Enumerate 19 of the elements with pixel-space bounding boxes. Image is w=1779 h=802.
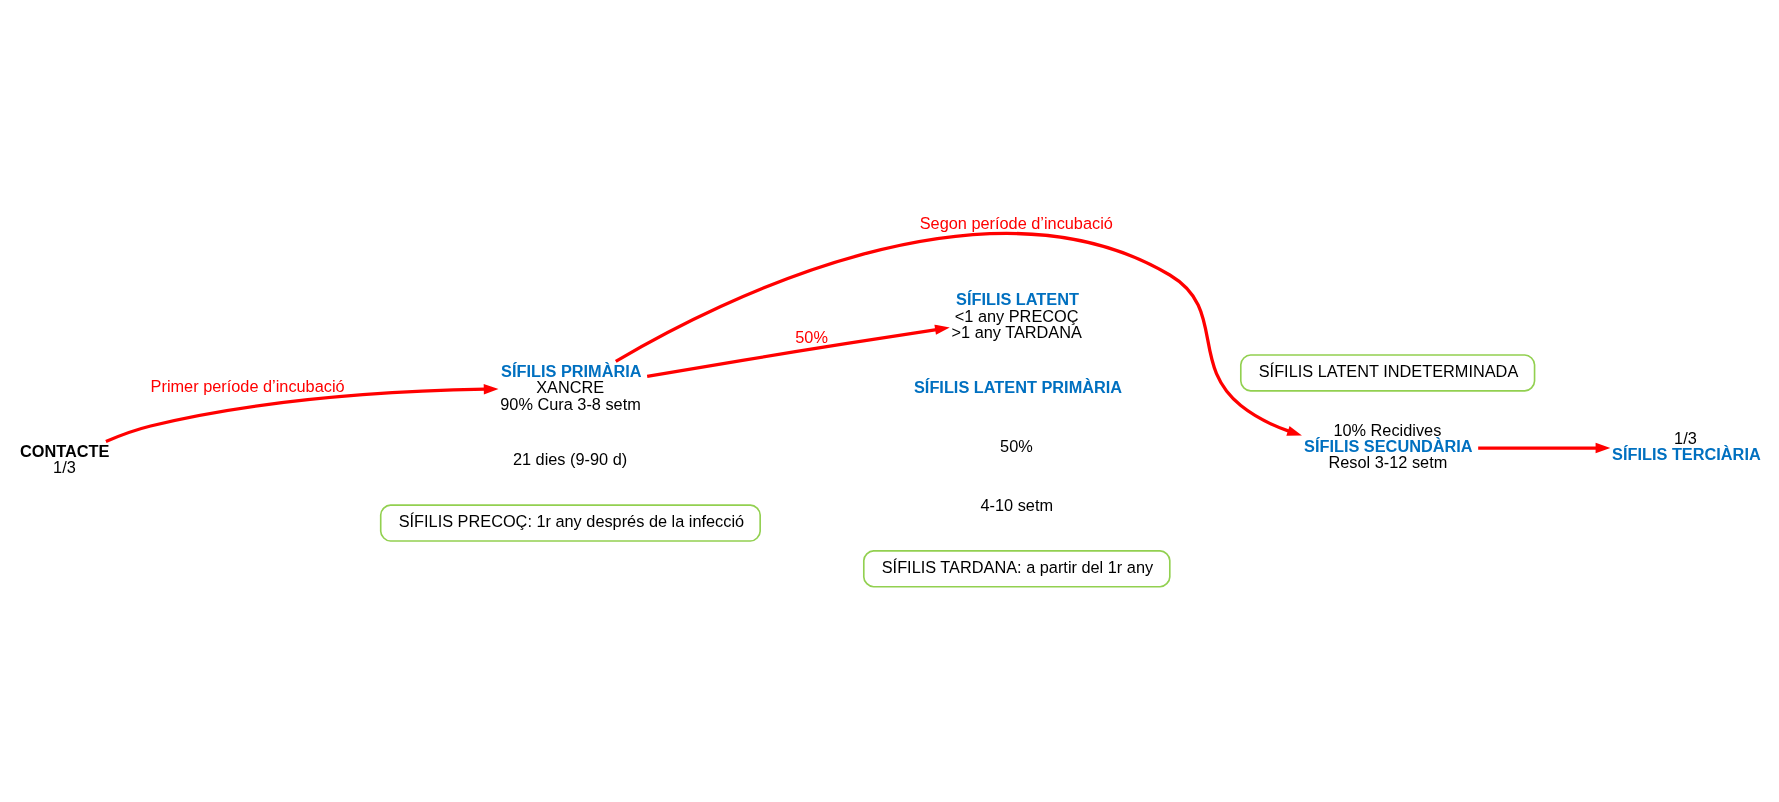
edge-label: Primer període d’incubació — [150, 376, 345, 395]
node-text: 1/3 SÍFILIS TERCIÀRIA — [1612, 428, 1761, 463]
label: SÍFILIS LATENT PRIMÀRIA — [913, 377, 1123, 396]
node-text: CONTACTE 1/3 — [20, 441, 110, 476]
label: 4-10 setm — [980, 495, 1054, 514]
arrow — [105, 383, 499, 443]
node-box: SÍFILIS TARDANA: a partir del 1r any — [863, 549, 1171, 588]
node-text: 10% Recidives SÍFILIS SECUNDÀRIA Resol 3-12 setm — [1304, 420, 1473, 471]
node-box: SÍFILIS LATENT INDETERMINADA — [1240, 353, 1536, 392]
arrow — [1478, 442, 1611, 453]
arrow — [646, 324, 950, 378]
edge-label: 50% — [795, 327, 828, 346]
node-box: SÍFILIS PRECOÇ: 1r any després de la infecció — [379, 503, 761, 542]
label: 50% — [1000, 436, 1033, 455]
arrow — [614, 231, 1302, 436]
node-text: SÍFILIS LATENT <1 any PRECOÇ >1 any TARDANA — [951, 289, 1082, 341]
node-text: SÍFILIS PRIMÀRIA XANCRE 90% Cura 3-8 setm — [500, 361, 642, 413]
edge-label: Segon període d’incubació — [919, 213, 1113, 232]
label: 21 dies (9-90 d) — [512, 449, 628, 468]
